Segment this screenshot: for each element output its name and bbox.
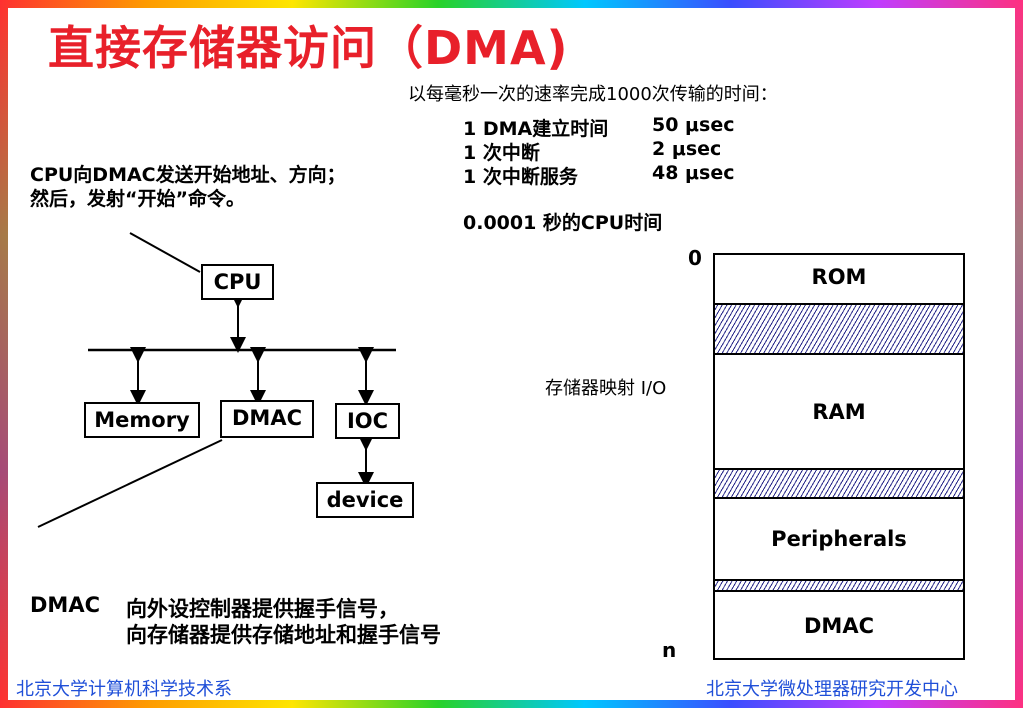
cpu-time: 0.0001 秒的CPU时间 xyxy=(463,212,663,234)
dmac-note-label: DMAC xyxy=(30,593,100,617)
memory-box: Memory xyxy=(84,402,200,438)
dmac-note-line2: 向存储器提供存储地址和握手信号 xyxy=(126,623,441,647)
memory-map-side-label: 存储器映射 I/O xyxy=(545,378,667,399)
dmac-box: DMAC xyxy=(220,400,314,438)
dmac-note-line1: 向外设控制器提供握手信号， xyxy=(126,597,399,621)
footer-left: 北京大学计算机科学技术系 xyxy=(16,679,232,700)
pointer-line-cpu xyxy=(129,232,201,273)
memory-segment-reserved xyxy=(713,303,965,355)
timing-row-label: 1 次中断 xyxy=(463,142,540,164)
memory-segment-dmac: DMAC xyxy=(713,590,965,660)
memory-segment-rom: ROM xyxy=(713,253,965,305)
ioc-box: IOC xyxy=(335,403,400,439)
timing-row-value: 50 μsec xyxy=(652,114,735,136)
timing-intro: 以每毫秒一次的速率完成1000次传输的时间： xyxy=(408,84,778,105)
device-box: device xyxy=(316,482,414,518)
memory-segment-peripherals: Peripherals xyxy=(713,497,965,581)
timing-row-value: 48 μsec xyxy=(652,162,735,184)
memory-segment-ram: RAM xyxy=(713,353,965,470)
cpu-note-line1: CPU向DMAC发送开始地址、方向； xyxy=(30,164,346,186)
memory-map-top-label: 0 xyxy=(688,246,702,270)
memory-map-bottom-label: n xyxy=(662,638,677,662)
timing-row-label: 1 DMA建立时间 xyxy=(463,118,609,140)
footer-right: 北京大学微处理器研究开发中心 xyxy=(706,679,958,700)
cpu-box: CPU xyxy=(201,264,274,300)
memory-segment-reserved xyxy=(713,468,965,499)
timing-row-label: 1 次中断服务 xyxy=(463,166,578,188)
timing-row-value: 2 μsec xyxy=(652,138,722,160)
cpu-note-line2: 然后，发射“开始”命令。 xyxy=(30,188,245,210)
pointer-line-dmac xyxy=(37,439,223,528)
slide-title: 直接存储器访问（DMA) xyxy=(48,21,569,75)
